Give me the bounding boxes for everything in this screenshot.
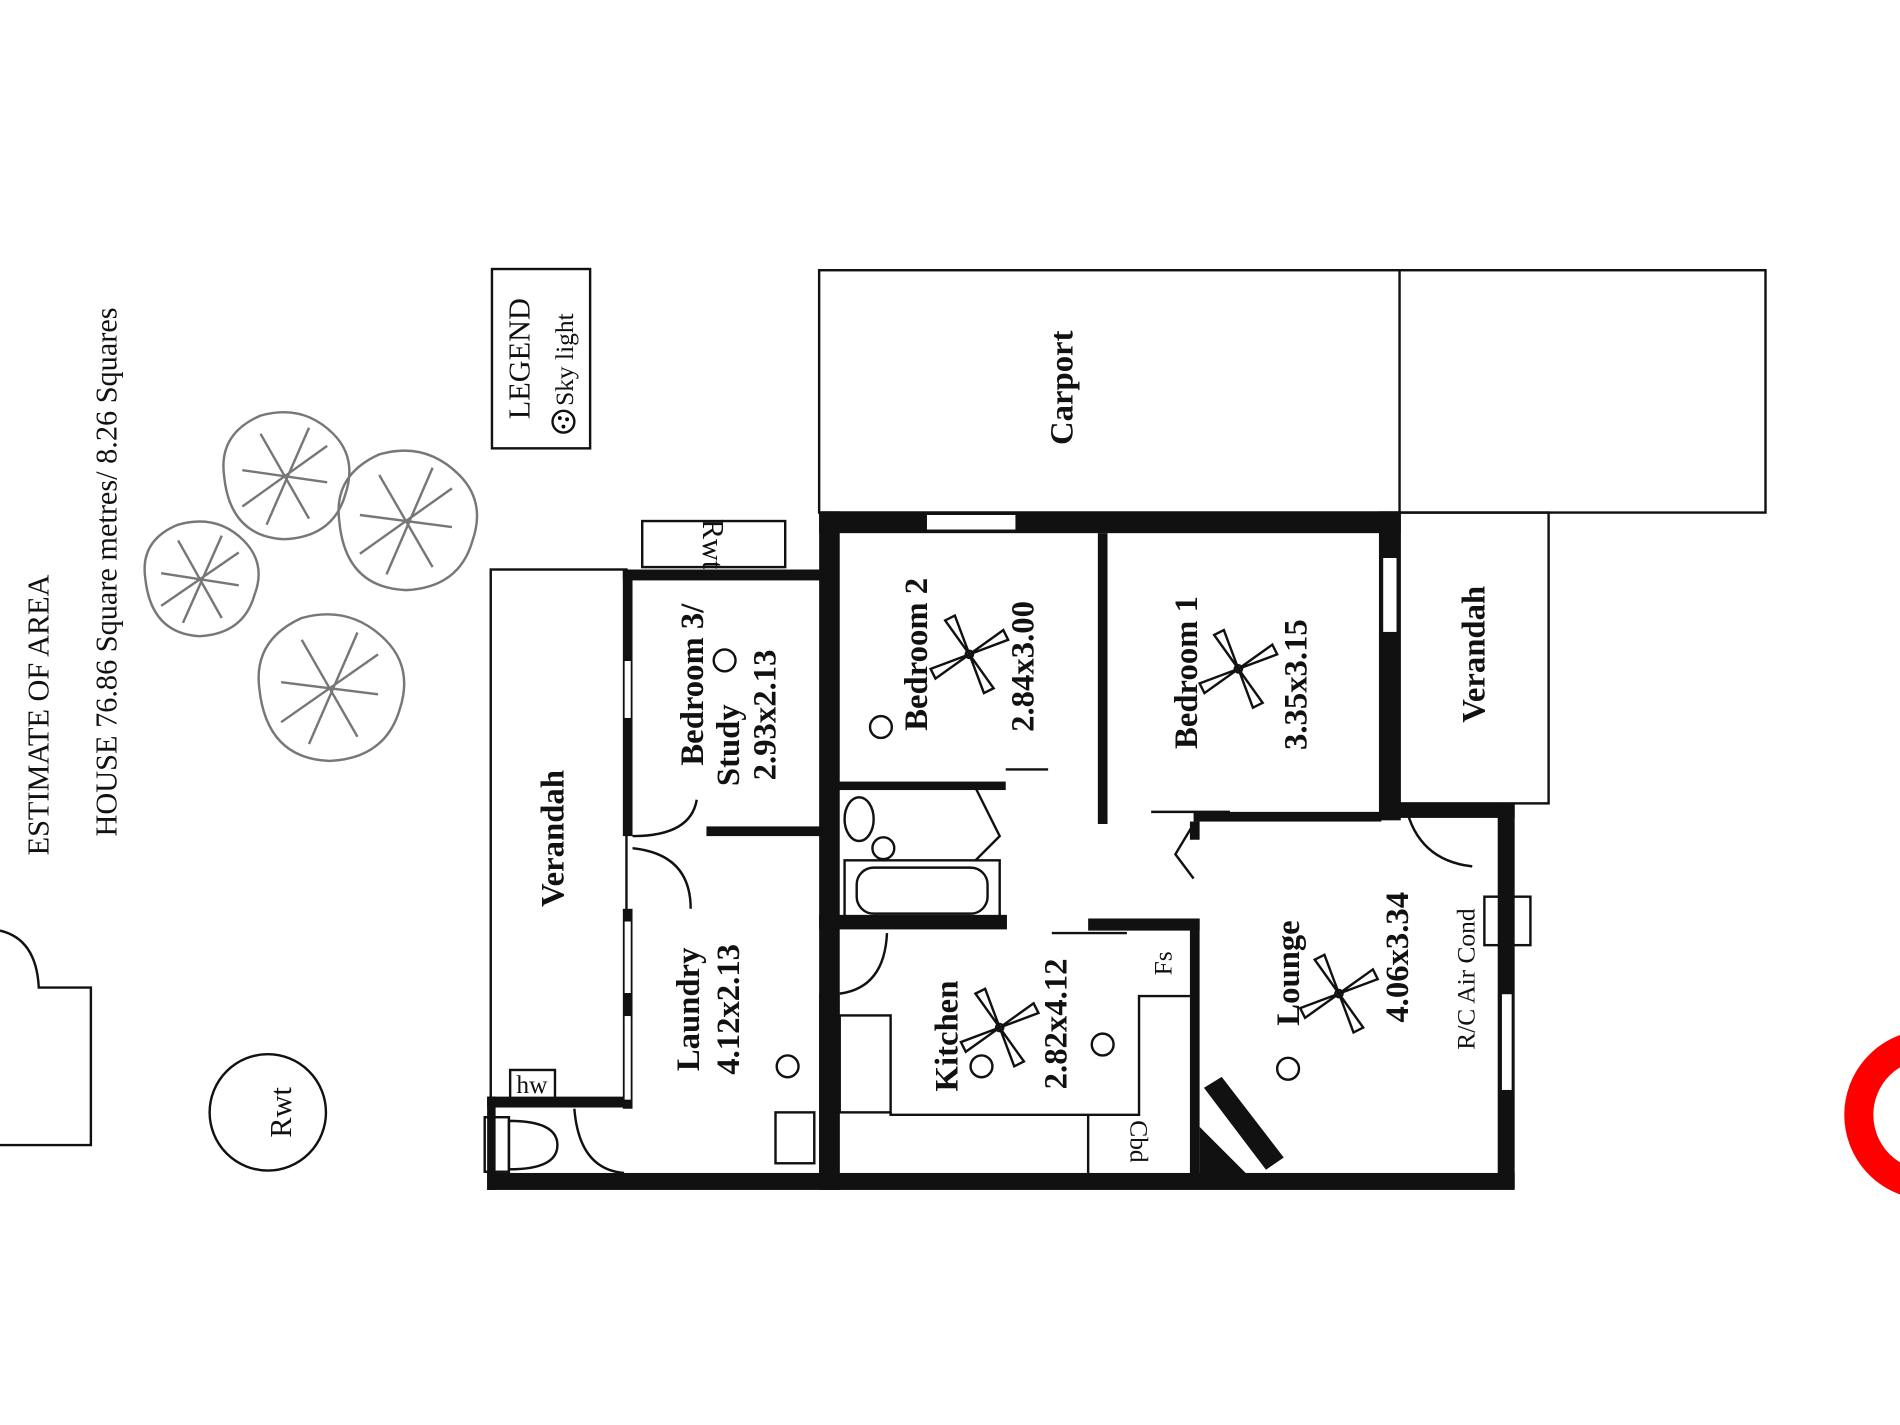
bedroom3-size: 2.93x2.13 bbox=[748, 650, 784, 781]
hw-label: hw bbox=[516, 1070, 548, 1099]
walls bbox=[487, 511, 1515, 1190]
carport-label: Carport bbox=[1044, 330, 1080, 445]
ceiling-fan-icon bbox=[928, 613, 1380, 1069]
rwt-tank-label: Rwt bbox=[264, 1087, 298, 1138]
lounge-size: 4.06x3.34 bbox=[1380, 892, 1416, 1023]
legend: LEGEND Sky light bbox=[490, 267, 592, 450]
cbd-label: Cbd bbox=[1125, 1120, 1154, 1163]
area-text: HOUSE 76.86 Square metres/ 8.26 Squares bbox=[89, 307, 123, 836]
legend-heading: LEGEND bbox=[503, 298, 537, 419]
laundry-label: Laundry bbox=[671, 947, 707, 1071]
skylight-icon bbox=[551, 409, 576, 434]
verandah-left-label: Verandah bbox=[535, 770, 571, 907]
bedroom2-label: Bedroom 2 bbox=[899, 578, 935, 731]
hw-box bbox=[508, 1068, 557, 1101]
verandah-right-label: Verandah bbox=[1456, 586, 1492, 723]
bedroom2-size: 2.84x3.00 bbox=[1006, 601, 1042, 732]
rainwater-tank: Rwt bbox=[208, 1052, 328, 1172]
legend-skylight-label: Sky light bbox=[550, 313, 579, 406]
tree-icon bbox=[143, 410, 479, 763]
laundry-size: 4.12x2.13 bbox=[711, 944, 747, 1075]
kitchen-label: Kitchen bbox=[929, 981, 965, 1092]
bedroom1-size: 3.35x3.15 bbox=[1278, 619, 1314, 750]
bedroom3-label-2: Study bbox=[711, 704, 747, 786]
kitchen-size: 2.82x4.12 bbox=[1038, 959, 1074, 1090]
rwt-box-label: Rwt bbox=[696, 519, 730, 570]
skylight-icon bbox=[712, 648, 1301, 1081]
bedroom1-label: Bedroom 1 bbox=[1169, 596, 1205, 749]
estimate-title: ESTIMATE OF AREA bbox=[21, 574, 55, 855]
outbuilding bbox=[0, 929, 93, 1147]
brand-logo bbox=[1844, 1035, 1900, 1195]
fs-label: Fs bbox=[1149, 951, 1178, 975]
doors bbox=[483, 768, 1532, 1175]
aircon-label: R/C Air Cond bbox=[1452, 908, 1481, 1050]
bedroom3-label: Bedroom 3/ bbox=[675, 603, 711, 766]
carport: Carport bbox=[817, 269, 1767, 514]
